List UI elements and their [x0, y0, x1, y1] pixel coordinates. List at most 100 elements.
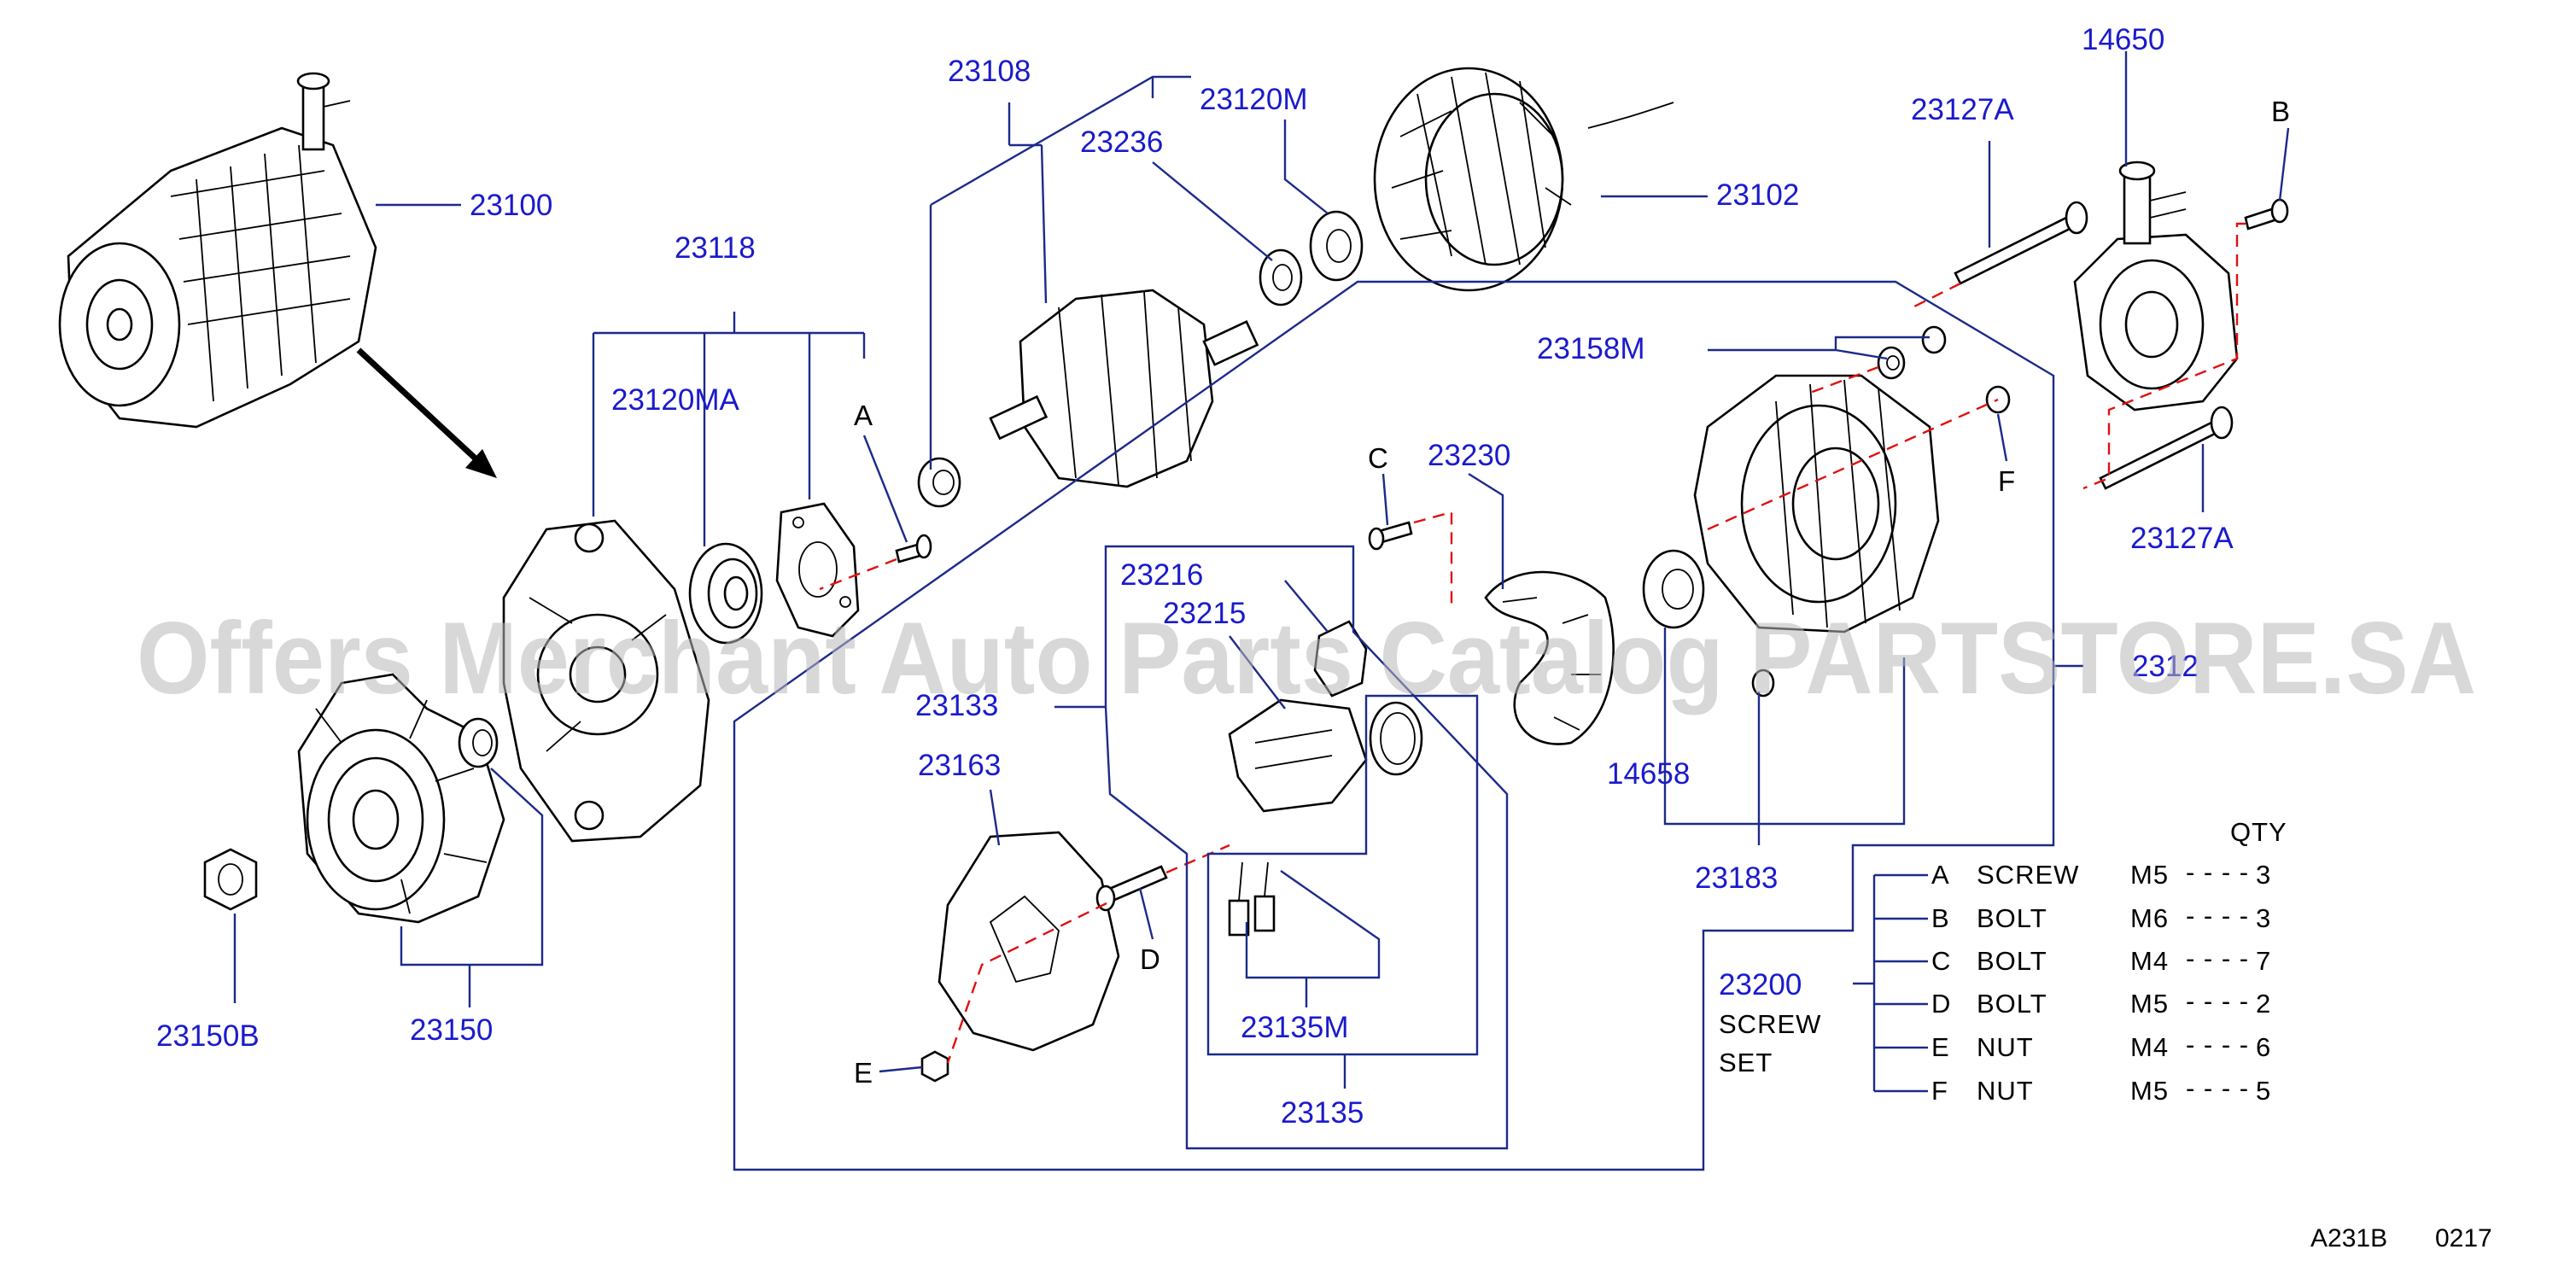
front-bearing-drawing — [688, 542, 763, 645]
legend-row-dashes: - - - - — [2186, 1030, 2249, 1060]
legend-row-dashes: - - - - — [2186, 986, 2249, 1016]
bolt-d-drawing — [1095, 865, 1168, 912]
legend-row-type: BOLT — [1977, 946, 2047, 976]
watermark-text: Offers Merchant Auto Parts Catalog PARTS… — [137, 601, 2476, 715]
label-23135: 23135 — [1281, 1096, 1364, 1130]
legend-qty-header: QTY — [2230, 817, 2287, 847]
part-number-labels: 23100 23118 23120MA 23108 23236 23120M 2… — [156, 23, 2234, 1130]
nut-e-drawing — [920, 1050, 949, 1083]
legend-row-dashes: - - - - — [2186, 857, 2249, 887]
legend-row-type: SCREW — [1977, 860, 2079, 890]
legend-row-dashes: - - - - — [2186, 901, 2249, 931]
brushes-drawing — [1228, 861, 1276, 937]
legend-row-type: NUT — [1977, 1076, 2034, 1106]
label-23183: 23183 — [1695, 861, 1778, 895]
alignment-guides — [819, 222, 2246, 1064]
nut-set-drawing — [1877, 325, 2011, 414]
stator-drawing — [1373, 67, 1674, 292]
alternator-assembly-drawing — [58, 72, 377, 429]
screw-set-line1: SCREW — [1719, 1009, 1821, 1039]
label-23230: 23230 — [1428, 439, 1510, 472]
label-23150: 23150 — [410, 1013, 493, 1047]
label-23120MA: 23120MA — [611, 383, 739, 417]
screw-a-drawing — [895, 534, 932, 563]
fastener-legend: QTY A SCREW M5 - - - - 3 B BOLT M6 - - -… — [1931, 817, 2287, 1106]
direction-arrow — [356, 347, 497, 478]
legend-row-key: B — [1931, 903, 1950, 933]
legend-row-qty: 7 — [2256, 946, 2271, 976]
gasket-ring-drawing — [1369, 701, 1423, 776]
through-bolt-top-drawing — [1954, 201, 2088, 285]
label-2312-partial: 2312 — [2132, 650, 2199, 683]
legend-row-key: D — [1931, 989, 1951, 1019]
rear-bearing-drawing — [1642, 549, 1705, 629]
letter-a: A — [854, 400, 873, 431]
letter-b: B — [2271, 96, 2290, 127]
legend-row-key: A — [1931, 860, 1950, 890]
rectifier-drawing — [1484, 570, 1615, 745]
regulator-drawing — [1228, 698, 1368, 813]
label-23127A-top: 23127A — [1911, 93, 2014, 126]
brush-cover-drawing — [1313, 620, 1368, 698]
rotor-bushing-drawing — [917, 457, 961, 508]
rotor-drawing — [989, 289, 1259, 488]
legend-row-size: M6 — [2130, 903, 2169, 933]
legend-row-type: NUT — [1977, 1032, 2034, 1062]
vacuum-pump-drawing — [2073, 161, 2239, 412]
legend-row-dashes: - - - - — [2186, 943, 2249, 973]
label-23215: 23215 — [1163, 597, 1246, 630]
label-23163: 23163 — [918, 749, 1001, 782]
pulley-nut-drawing — [203, 848, 258, 911]
letter-d: D — [1140, 943, 1160, 975]
spacer-drawing — [458, 717, 499, 768]
legend-row-size: M4 — [2130, 946, 2169, 976]
label-23102: 23102 — [1716, 178, 1799, 212]
label-23150B: 23150B — [156, 1019, 260, 1053]
label-23127A-bottom: 23127A — [2130, 522, 2234, 555]
legend-row-qty: 6 — [2256, 1032, 2271, 1062]
front-housing-drawing — [502, 519, 710, 843]
screw-set-caption: SCREW SET — [1719, 1009, 1821, 1077]
letter-c: C — [1368, 442, 1388, 474]
label-23120M: 23120M — [1200, 83, 1307, 116]
legend-row-size: M5 — [2130, 989, 2169, 1019]
legend-row-key: E — [1931, 1032, 1950, 1062]
legend-row-type: BOLT — [1977, 903, 2047, 933]
label-23216: 23216 — [1120, 558, 1203, 592]
label-23100: 23100 — [470, 189, 552, 222]
letter-f: F — [1998, 465, 2015, 497]
fastener-letters: A B C D E F — [854, 96, 2290, 1089]
bolt-b-drawing — [2244, 198, 2289, 231]
bolt-c-drawing — [1368, 521, 1413, 551]
fan-pulley-drawing — [297, 673, 505, 924]
through-bolt-bottom-drawing — [2099, 406, 2234, 490]
diagram-code-secondary: 0217 — [2435, 1224, 2492, 1252]
legend-row-qty: 5 — [2256, 1076, 2271, 1106]
label-14658: 14658 — [1607, 757, 1690, 791]
label-23158M: 23158M — [1537, 332, 1644, 365]
legend-row-size: M5 — [2130, 860, 2169, 890]
bearing-retainer-plate-drawing — [775, 502, 860, 638]
legend-row-dashes: - - - - — [2186, 1073, 2249, 1103]
legend-row-type: BOLT — [1977, 989, 2047, 1019]
rear-housing-drawing — [1693, 374, 1940, 634]
rotor-spacer-drawing — [1259, 248, 1303, 307]
label-23200: 23200 — [1719, 968, 1802, 1001]
rotor-bearing-drawing — [1309, 210, 1364, 282]
label-23236: 23236 — [1080, 126, 1163, 159]
label-23108: 23108 — [948, 55, 1031, 88]
legend-row-qty: 2 — [2256, 989, 2271, 1019]
leader-lines — [233, 51, 2290, 1171]
label-23135M: 23135M — [1241, 1011, 1348, 1044]
legend-row-qty: 3 — [2256, 903, 2271, 933]
diagram-code-primary: A231B — [2310, 1224, 2387, 1252]
label-23118: 23118 — [675, 231, 756, 265]
letter-e: E — [854, 1057, 873, 1089]
legend-row-qty: 3 — [2256, 860, 2271, 890]
diagram-code: A231B 0217 — [2310, 1224, 2492, 1252]
legend-row-size: M4 — [2130, 1032, 2169, 1062]
legend-row-key: F — [1931, 1076, 1948, 1106]
legend-row-key: C — [1931, 946, 1951, 976]
screw-set-line2: SET — [1719, 1048, 1773, 1077]
